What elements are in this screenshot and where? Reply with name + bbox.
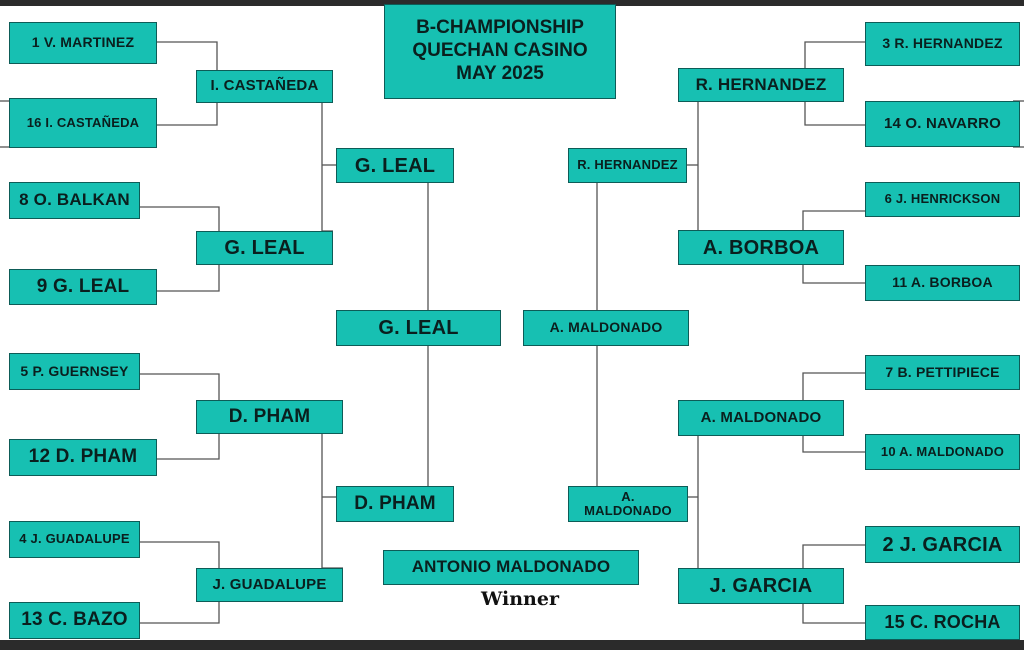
left-r2-slot-2: G. LEAL <box>196 231 333 265</box>
left-r1-slot-7: 4 J. GUADALUPE <box>9 521 140 558</box>
right-r3-slot-1: R. HERNANDEZ <box>568 148 687 183</box>
champion-box: ANTONIO MALDONADO <box>383 550 639 585</box>
left-r2-slot-4: J. GUADALUPE <box>196 568 343 602</box>
right-r2-slot-2: A. BORBOA <box>678 230 844 265</box>
left-r1-slot-5: 5 P. GUERNSEY <box>9 353 140 390</box>
left-r1-slot-3: 8 O. BALKAN <box>9 182 140 219</box>
left-r2-slot-3: D. PHAM <box>196 400 343 434</box>
right-r1-slot-5: 7 B. PETTIPIECE <box>865 355 1020 390</box>
left-r2-slot-1: I. CASTAÑEDA <box>196 70 333 103</box>
left-r1-slot-2: 16 I. CASTAÑEDA <box>9 98 157 148</box>
right-finalist: A. MALDONADO <box>523 310 689 346</box>
bottom-border-bar <box>0 640 1024 650</box>
left-r1-slot-4: 9 G. LEAL <box>9 269 157 305</box>
title-line-1: B-CHAMPIONSHIP <box>416 17 584 39</box>
left-finalist: G. LEAL <box>336 310 501 346</box>
winner-label: Winner <box>481 588 559 610</box>
left-r1-slot-6: 12 D. PHAM <box>9 439 157 476</box>
right-r2-slot-3: A. MALDONADO <box>678 400 844 436</box>
right-r1-slot-7: 2 J. GARCIA <box>865 526 1020 563</box>
left-r3-slot-1: G. LEAL <box>336 148 454 183</box>
right-r3-slot-2: A. MALDONADO <box>568 486 688 522</box>
right-r2-slot-4: J. GARCIA <box>678 568 844 604</box>
left-r1-slot-8: 13 C. BAZO <box>9 602 140 639</box>
left-r1-slot-1: 1 V. MARTINEZ <box>9 22 157 64</box>
right-r1-slot-3: 6 J. HENRICKSON <box>865 182 1020 217</box>
title-line-2: QUECHAN CASINO <box>412 40 588 62</box>
right-r1-slot-2: 14 O. NAVARRO <box>865 101 1020 147</box>
tournament-title: B-CHAMPIONSHIP QUECHAN CASINO MAY 2025 <box>384 4 616 99</box>
title-line-3: MAY 2025 <box>456 62 544 84</box>
right-r1-slot-4: 11 A. BORBOA <box>865 265 1020 301</box>
right-r1-slot-1: 3 R. HERNANDEZ <box>865 22 1020 66</box>
left-r3-slot-2: D. PHAM <box>336 486 454 522</box>
top-border-bar <box>0 0 1024 6</box>
right-r2-slot-1: R. HERNANDEZ <box>678 68 844 102</box>
right-r1-slot-8: 15 C. ROCHA <box>865 605 1020 640</box>
right-r1-slot-6: 10 A. MALDONADO <box>865 434 1020 470</box>
